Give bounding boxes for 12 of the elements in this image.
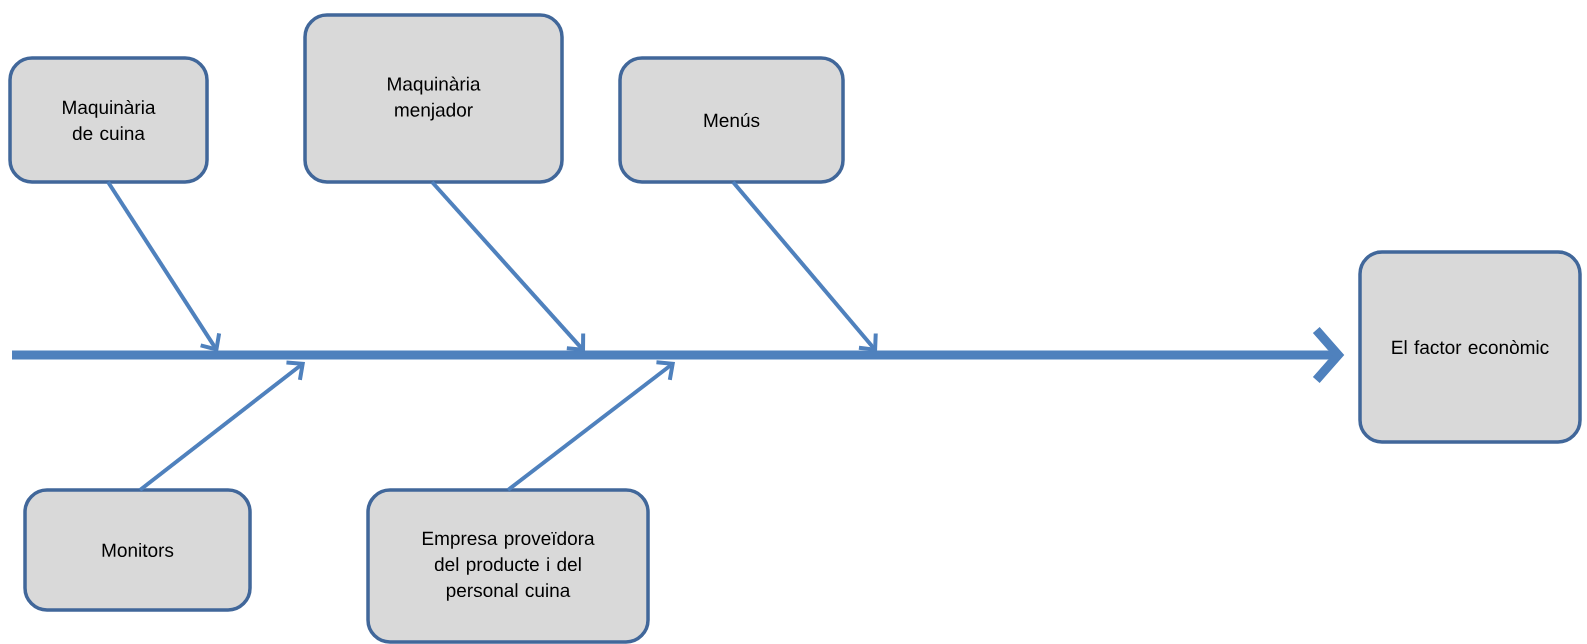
arrow: [138, 360, 306, 492]
arrow: [12, 327, 1345, 383]
arrow: [731, 180, 878, 352]
arrow: [430, 180, 586, 352]
cause-box: Maquinària menjador: [303, 13, 564, 184]
cause-box: El factor econòmic: [1358, 250, 1582, 444]
cause-box: Menús: [618, 56, 845, 184]
cause-box: Monitors: [23, 488, 252, 612]
arrow: [506, 360, 675, 492]
arrow: [106, 180, 222, 352]
cause-box: Maquinària de cuina: [8, 56, 209, 184]
cause-box: Empresa proveïdora del producte i del personal cuina: [366, 488, 650, 644]
